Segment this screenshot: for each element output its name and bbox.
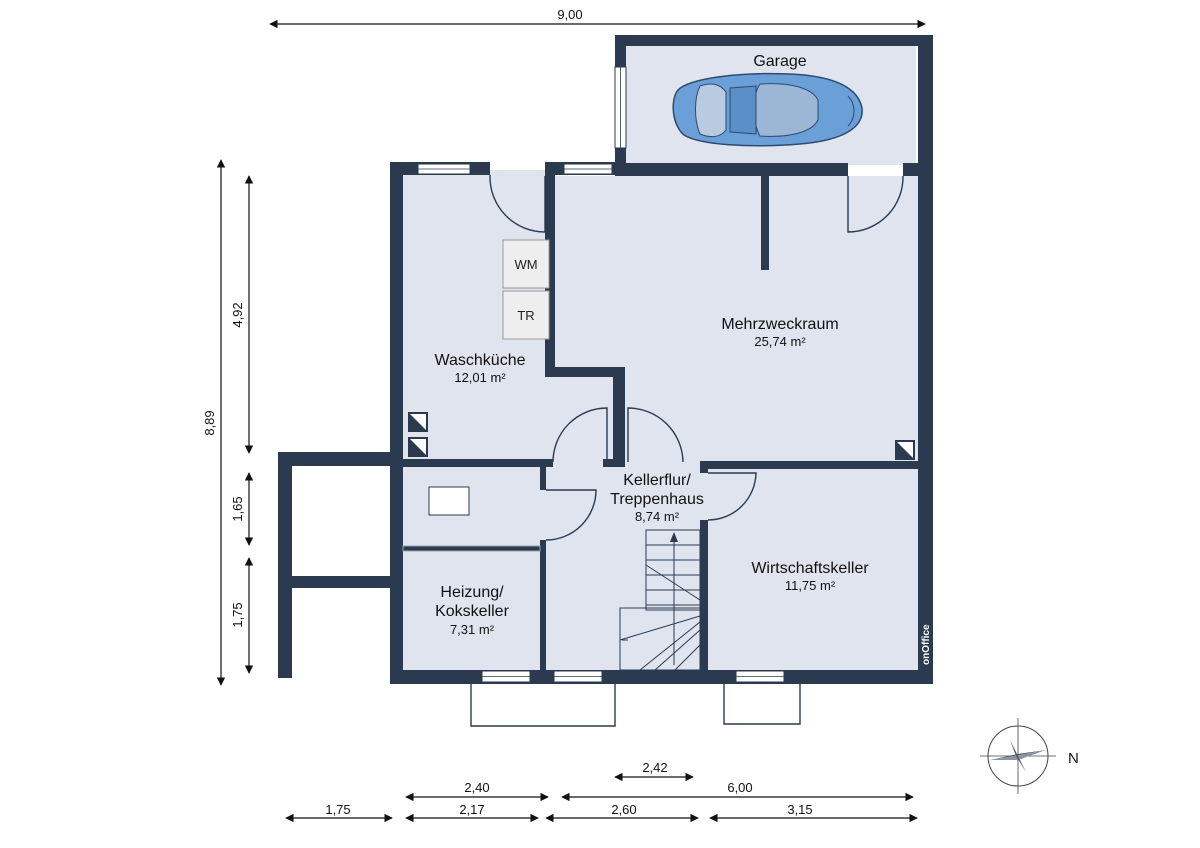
wall-top-mehr	[615, 163, 848, 176]
wall-flur-left-low	[540, 540, 546, 675]
wall-annex-left	[278, 452, 292, 678]
room-area-heizung: 7,31 m²	[450, 622, 495, 637]
wall-heizung-divider	[402, 545, 541, 552]
wall-flur-stub	[603, 459, 625, 467]
room-name-mehrzweckraum: Mehrzweckraum	[721, 316, 838, 333]
floor-wirtschaftskeller	[703, 466, 918, 674]
compass-north-label: N	[1068, 750, 1079, 767]
room-area-kellerflur: 8,74 m²	[635, 509, 680, 524]
dim-bottom-e: 2,60	[611, 802, 636, 817]
room-name-garage: Garage	[753, 53, 806, 70]
wall-mid-right	[700, 461, 918, 469]
dim-left-middle: 1,65	[230, 496, 245, 521]
wall-left	[390, 162, 403, 684]
dryer	[502, 290, 550, 340]
wall-flur-right	[700, 461, 708, 473]
wall-garage-right	[918, 35, 933, 163]
boiler	[428, 486, 470, 516]
room-name-wirtschaftskeller: Wirtschaftskeller	[751, 560, 869, 577]
room-name-heizung-2: Kokskeller	[435, 603, 509, 620]
compass-icon: N	[980, 718, 1079, 794]
washing-machine-label: WM	[514, 257, 537, 272]
wall-inner-horizontal	[545, 367, 625, 377]
room-labels: Garage Waschküche 12,01 m² Mehrzweckraum…	[435, 53, 870, 637]
dim-bottom-b: 6,00	[727, 780, 752, 795]
room-name-kellerflur-2: Treppenhaus	[610, 491, 704, 508]
wall-annex-top	[278, 452, 403, 466]
wall-flur-left	[540, 462, 546, 490]
room-name-kellerflur-1: Kellerflur/	[623, 472, 691, 489]
room-area-waschkueche: 12,01 m²	[454, 370, 506, 385]
wall-inner-vertical	[545, 170, 555, 375]
wall-bottom	[390, 670, 933, 684]
washing-machine	[502, 239, 550, 289]
wall-mid-left	[403, 459, 553, 467]
room-area-wirtschaftskeller: 11,75 m²	[785, 578, 836, 593]
staircase	[619, 529, 701, 671]
wall-inner-short	[613, 367, 625, 467]
wall-stub	[761, 176, 769, 270]
dim-left-lower: 1,75	[230, 602, 245, 627]
dim-stair-width: 2,42	[642, 760, 667, 775]
wall-garage-left	[615, 35, 626, 67]
watermark-logo: onOffice	[921, 624, 932, 665]
wall-garage-top	[615, 35, 933, 46]
appliances: WM TR	[428, 239, 550, 516]
wall-flur-right-low	[700, 520, 708, 675]
dryer-label: TR	[517, 308, 534, 323]
windows	[417, 66, 801, 727]
dimensions: 9,00 8,89 4,92 1,65 1,75 2,42 2,40 6,00 …	[202, 7, 926, 823]
doors	[489, 175, 904, 541]
wall-annex-mid	[278, 576, 403, 588]
car-icon	[672, 72, 863, 147]
dim-bottom-c: 1,75	[325, 802, 350, 817]
dim-bottom-f: 3,15	[787, 802, 812, 817]
wall-garage-left-low	[615, 148, 626, 170]
dim-left-upper: 4,92	[230, 302, 245, 327]
dim-bottom-a: 2,40	[464, 780, 489, 795]
dim-top-total: 9,00	[557, 7, 582, 22]
room-area-mehrzweckraum: 25,74 m²	[754, 334, 806, 349]
wall-right	[918, 163, 933, 684]
room-name-heizung-1: Heizung/	[440, 584, 504, 601]
shafts	[408, 412, 915, 460]
dim-left-total: 8,89	[202, 410, 217, 435]
room-name-waschkueche: Waschküche	[435, 352, 526, 369]
dim-bottom-d: 2,17	[459, 802, 484, 817]
